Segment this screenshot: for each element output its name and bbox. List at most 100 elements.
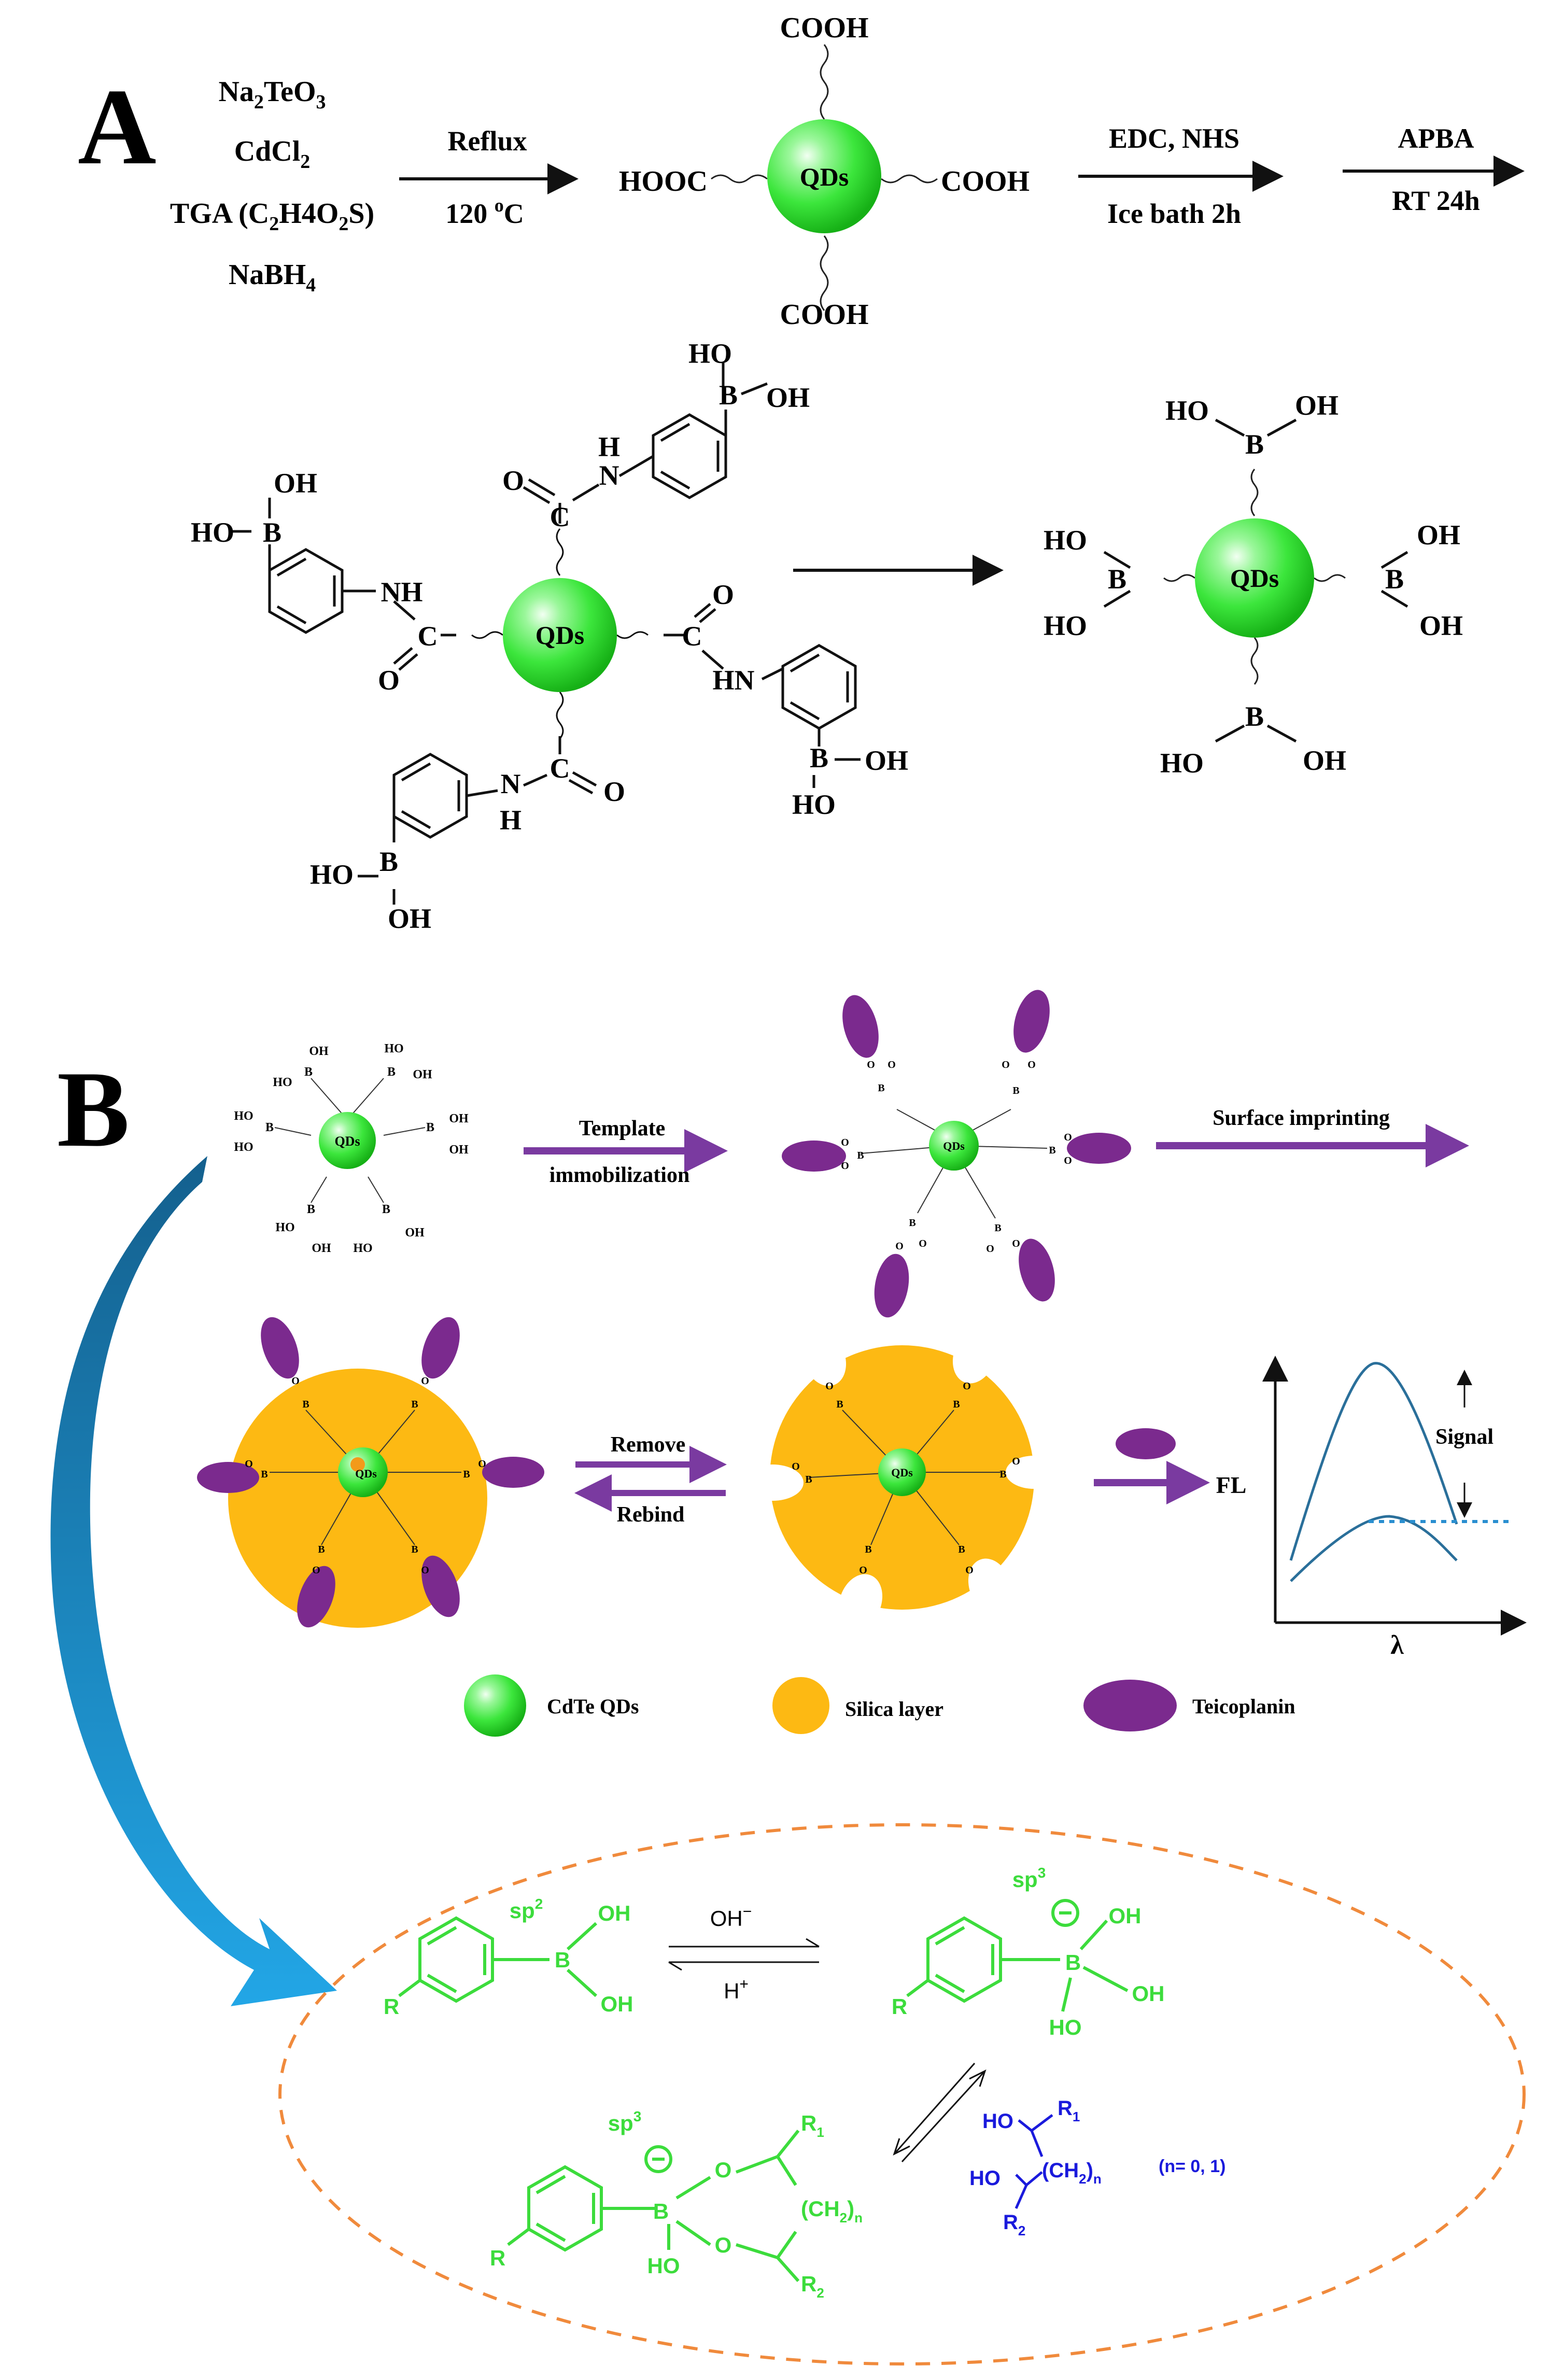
svg-text:B: B: [878, 1082, 884, 1094]
apba-step-arrow: APBA RT 24h: [1343, 123, 1525, 216]
svg-text:B: B: [1245, 429, 1264, 460]
panel-b-letter: B: [57, 1049, 130, 1170]
qd-cooh: QDs COOH COOH HOOC COOH: [619, 12, 1030, 331]
qd-boronic: [1103, 418, 1408, 743]
svg-text:B: B: [836, 1399, 843, 1410]
svg-text:B: B: [411, 1399, 418, 1410]
ice-bath-label: Ice bath 2h: [1107, 198, 1241, 229]
svg-text:B: B: [304, 1065, 313, 1079]
svg-text:O: O: [378, 665, 400, 696]
remove-rebind-arrows: Remove Rebind: [574, 1433, 727, 1527]
svg-text:OH: OH: [1132, 1981, 1165, 2006]
equilibrium-oh-h: OH− H+: [668, 1903, 820, 2003]
qd-boronic-core: QDs: [1195, 518, 1314, 638]
svg-text:OH: OH: [1303, 745, 1346, 776]
qd-apba-core: QDs: [503, 578, 617, 692]
svg-text:C: C: [682, 621, 702, 652]
reflux-step-arrow: Reflux 120 oC: [399, 125, 579, 229]
svg-text:B: B: [382, 1203, 390, 1216]
legend-qd-label: CdTe QDs: [547, 1695, 639, 1718]
svg-text:B: B: [307, 1203, 315, 1216]
svg-text:HO: HO: [1049, 2015, 1082, 2039]
wavelength-axis-label: λ: [1390, 1630, 1404, 1660]
apba-label: APBA: [1398, 123, 1474, 154]
svg-text:HO: HO: [982, 2110, 1013, 2133]
svg-text:O: O: [825, 1381, 834, 1392]
mip-with-cavities: QDs B B B B B B O O O O O O: [741, 1328, 1063, 1630]
svg-text:O: O: [986, 1243, 994, 1255]
svg-text:HO: HO: [191, 517, 234, 548]
surface-imprinting-arrow: Surface imprinting: [1156, 1106, 1469, 1167]
svg-text:OH: OH: [598, 1901, 631, 1925]
svg-text:O: O: [1012, 1238, 1020, 1249]
svg-text:sp3: sp3: [608, 2108, 642, 2135]
mechanism-sp3-boronate: B OH OH HO R sp3: [892, 1865, 1165, 2039]
svg-text:O: O: [919, 1238, 927, 1249]
svg-text:B: B: [387, 1065, 396, 1079]
svg-text:R: R: [892, 1994, 907, 2019]
svg-text:(CH2)n: (CH2)n: [1042, 2159, 1102, 2187]
qd-label: QDs: [1230, 564, 1279, 593]
svg-text:O: O: [965, 1565, 974, 1576]
svg-text:HN: HN: [713, 665, 755, 696]
panel-a: A Na2TeO3 CdCl2 TGA (C2H4O2S) NaBH4 Refl…: [78, 12, 1525, 934]
mip-with-templates: QDs B B B B B B O O O O O O: [197, 1317, 544, 1628]
svg-text:O: O: [502, 465, 524, 496]
svg-text:C: C: [550, 753, 570, 784]
svg-text:B: B: [653, 2199, 669, 2223]
svg-text:HO: HO: [1044, 610, 1087, 641]
reflux-label: Reflux: [448, 125, 527, 157]
svg-text:sp2: sp2: [510, 1896, 543, 1923]
reagent-cdcl2: CdCl2: [234, 135, 311, 173]
svg-text:B: B: [265, 1121, 274, 1134]
cooh-top: COOH: [780, 12, 868, 44]
rebind-label: Rebind: [617, 1503, 685, 1527]
oh-minus-label: OH−: [710, 1903, 752, 1931]
svg-text:O: O: [245, 1458, 253, 1470]
svg-text:O: O: [963, 1381, 971, 1392]
fl-label: FL: [1216, 1472, 1247, 1498]
svg-text:O: O: [1002, 1059, 1010, 1071]
svg-text:B: B: [1385, 564, 1404, 595]
qd-sphere: [1195, 518, 1314, 638]
svg-text:O: O: [792, 1461, 800, 1472]
svg-text:HO: HO: [1044, 525, 1087, 556]
svg-text:(CH2)n: (CH2)n: [801, 2196, 863, 2226]
svg-text:B: B: [1012, 1085, 1019, 1096]
svg-text:Template: Template: [579, 1117, 665, 1140]
qd-boronic-atom-labels: B HO OH B HO HO B OH OH B HO OH: [1044, 390, 1463, 779]
svg-text:HO: HO: [1160, 748, 1204, 779]
svg-text:HO: HO: [234, 1140, 253, 1154]
svg-text:OH: OH: [449, 1143, 469, 1157]
svg-text:HO: HO: [688, 338, 732, 369]
remove-label: Remove: [611, 1433, 686, 1457]
svg-text:B: B: [719, 379, 738, 411]
svg-text:B: B: [999, 1469, 1006, 1480]
svg-text:OH: OH: [309, 1045, 329, 1058]
svg-text:O: O: [421, 1375, 429, 1387]
reagent-tga: TGA (C2H4O2S): [170, 198, 374, 235]
svg-text:B: B: [302, 1399, 309, 1410]
svg-text:O: O: [1064, 1155, 1072, 1166]
svg-text:O: O: [312, 1565, 320, 1576]
qd-sphere: [767, 119, 881, 233]
fl-arrow: FL: [1094, 1428, 1247, 1504]
legend: CdTe QDs Silica layer Teicoplanin: [464, 1674, 1295, 1737]
svg-text:O: O: [1012, 1456, 1020, 1467]
svg-text:OH: OH: [1419, 610, 1463, 641]
legend-silica-label: Silica layer: [845, 1697, 943, 1721]
cooh-bottom: COOH: [780, 299, 868, 331]
edc-nhs-label: EDC, NHS: [1109, 123, 1239, 154]
svg-text:O: O: [867, 1059, 875, 1071]
svg-text:B: B: [318, 1544, 325, 1555]
svg-text:R: R: [384, 1994, 399, 2019]
svg-text:B: B: [805, 1474, 812, 1485]
svg-text:R1: R1: [1058, 2097, 1080, 2124]
qd-label: QDs: [536, 621, 584, 650]
qd-with-templates: QDs B O O B O O B O O B O O B O O B O O: [782, 990, 1131, 1318]
svg-text:HO: HO: [353, 1242, 372, 1255]
svg-text:O: O: [478, 1458, 486, 1470]
panel-a-letter: A: [78, 67, 157, 187]
svg-text:B: B: [263, 517, 281, 548]
svg-text:B: B: [810, 742, 828, 773]
